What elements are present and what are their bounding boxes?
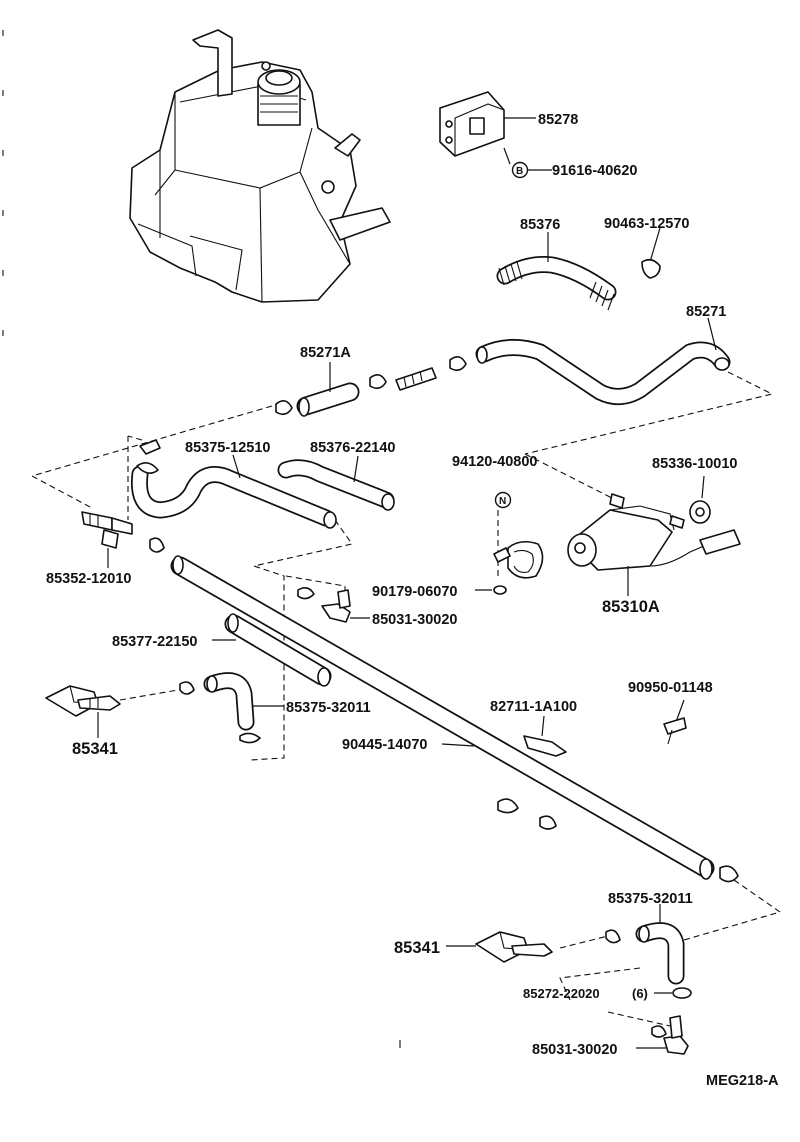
- label-85341-lower: 85341: [394, 939, 440, 957]
- label-85375-32011-lower: 85375-32011: [608, 891, 693, 907]
- badge-94120: N: [499, 496, 506, 507]
- part-85376-22140-hose: 85376-22140: [277, 440, 395, 511]
- label-90463-12570: 90463-12570: [604, 216, 689, 232]
- diagram-code: MEG218-A: [706, 1073, 779, 1089]
- part-94120-nut: 94120-40800 N: [452, 454, 537, 509]
- label-85336-10010: 85336-10010: [652, 456, 737, 472]
- label-91616-40620: 91616-40620: [552, 163, 637, 179]
- part-85336-grommet: 85336-10010: [652, 456, 737, 524]
- part-85278-bracket: 85278: [439, 91, 578, 157]
- part-85271A-hose: 85271A: [275, 345, 467, 417]
- part-85341-nozzle-upper: 85341: [45, 685, 121, 758]
- label-85310A: 85310A: [602, 598, 660, 616]
- part-85031-nozzle-upper: 85031-30020: [297, 586, 457, 628]
- label-85278: 85278: [538, 112, 578, 128]
- connector-dashed-lines: [30, 371, 782, 1048]
- label-90950-01148: 90950-01148: [628, 680, 713, 696]
- part-85377-tube: 85377-22150: [112, 613, 332, 687]
- label-90445-14070: 90445-14070: [342, 737, 427, 753]
- label-85375-32011-upper: 85375-32011: [286, 700, 371, 716]
- label-85352-12010: 85352-12010: [46, 571, 131, 587]
- part-82711-clip: 82711-1A100: [490, 699, 577, 757]
- part-90179-clamp: 90179-06070: [372, 540, 544, 600]
- part-85341-nozzle-lower: 85341: [394, 931, 553, 963]
- label-82711-1A100: 82711-1A100: [490, 699, 577, 715]
- part-85272-clip: 85272-22020 (6): [523, 986, 692, 1001]
- label-85272-qty: (6): [632, 986, 648, 1001]
- part-85375-32011-elbow-lower: 85375-32011: [605, 891, 693, 985]
- part-90950-clip: 90950-01148: [628, 680, 713, 745]
- label-85376: 85376: [520, 217, 560, 233]
- label-85031-30020-lower: 85031-30020: [532, 1042, 617, 1058]
- part-85376-hose: 85376: [496, 217, 617, 311]
- part-85375-12510-hose: 85375-12510: [130, 439, 337, 529]
- label-85341-upper: 85341: [72, 740, 118, 758]
- part-91616-bolt: B 91616-40620: [503, 147, 637, 179]
- part-85352-check-valve: 85352-12010: [46, 511, 165, 587]
- badge-91616: B: [516, 166, 523, 177]
- label-85031-30020-upper: 85031-30020: [372, 612, 457, 628]
- part-85271-hose: 85271: [475, 304, 731, 405]
- part-85375-32011-elbow-upper: 85375-32011: [179, 672, 371, 744]
- label-85375-12510: 85375-12510: [185, 440, 270, 456]
- label-85271: 85271: [686, 304, 726, 320]
- label-94120-40800: 94120-40800: [452, 454, 537, 470]
- label-85271A: 85271A: [300, 345, 351, 361]
- washer-tank-illustration: [2, 29, 391, 336]
- loose-clamps: [497, 798, 557, 830]
- part-85031-nozzle-lower: 85031-30020: [532, 1015, 689, 1058]
- label-90179-06070: 90179-06070: [372, 584, 457, 600]
- part-90463-clamp: 90463-12570: [604, 216, 689, 279]
- part-85310A-washer-motor: 85310A: [567, 493, 741, 616]
- label-85376-22140: 85376-22140: [310, 440, 395, 456]
- label-85272-22020: 85272-22020: [523, 986, 600, 1001]
- label-85377-22150: 85377-22150: [112, 634, 197, 650]
- part-90445-tube: 90445-14070: [170, 555, 739, 883]
